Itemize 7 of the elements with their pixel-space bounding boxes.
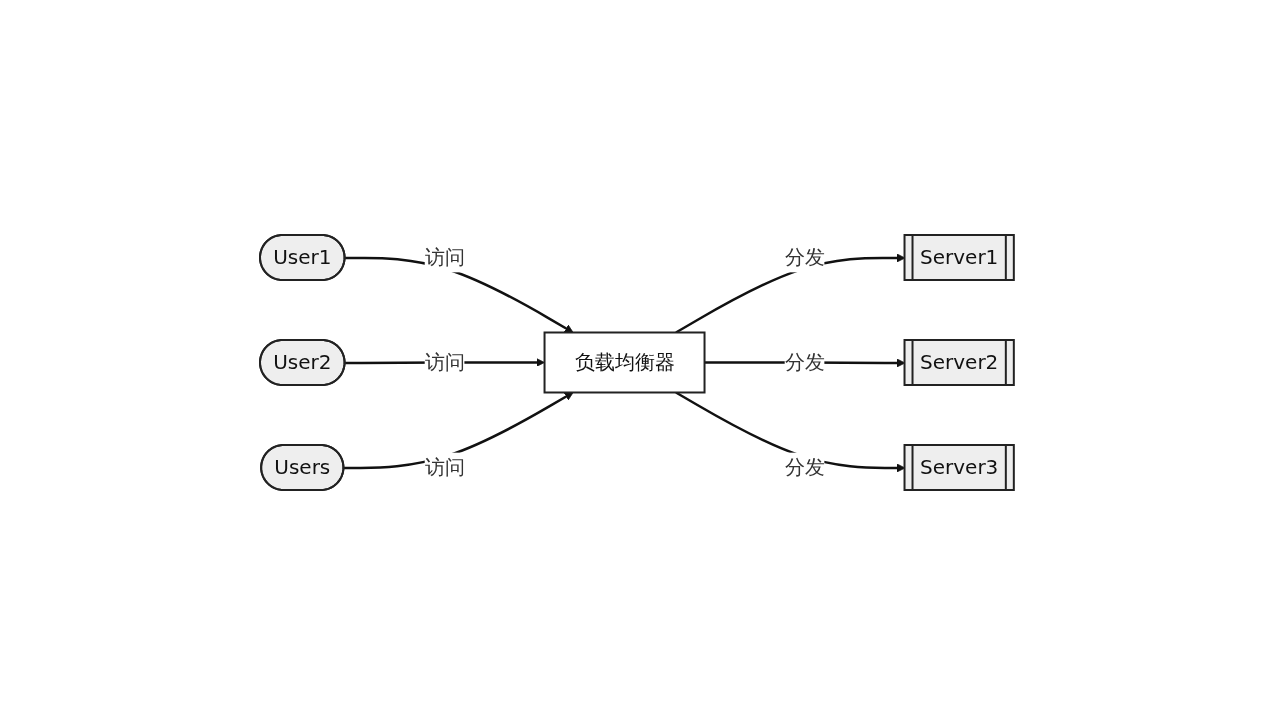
node-box: 负载均衡器: [543, 331, 706, 393]
edge-label: 访问: [424, 349, 465, 374]
edge-label: 访问: [424, 454, 465, 479]
edge-label: 分发: [784, 454, 825, 479]
edge-label: 访问: [424, 245, 465, 269]
edge-label: 分发: [784, 245, 825, 269]
edge-label: 分发: [784, 349, 825, 374]
